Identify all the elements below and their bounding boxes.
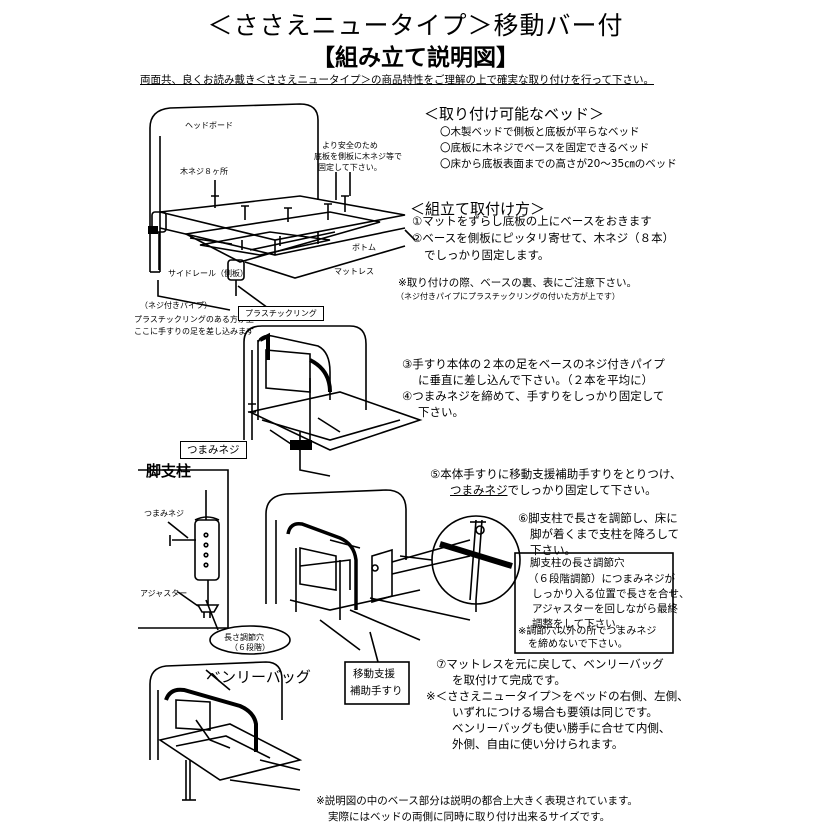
- step-6: ⑥脚支柱で長さを調節し、床に: [518, 511, 678, 525]
- bed-base-diagram: [149, 103, 416, 311]
- leg-adjuster-label: アジャスター: [140, 589, 188, 598]
- page-subtitle: 【組み立て説明図】: [312, 45, 519, 71]
- adjust-note-box: [514, 552, 674, 654]
- leg-title: 脚支柱: [146, 462, 192, 480]
- label-wood-screw: 木ネジ８ヶ所: [180, 167, 228, 176]
- leg-holes-sub: （６段階）: [230, 643, 270, 652]
- adjust-box-line: しっかり入る位置で長さを合せ、: [532, 588, 690, 600]
- label-plastic-ring: プラスチックリング: [238, 306, 324, 321]
- leg-knob-label: つまみネジ: [144, 509, 184, 518]
- adjust-box-line: を締めないで下さい。: [518, 639, 628, 650]
- adjust-box-line: ※調節穴以外の所でつまみネジ: [518, 626, 657, 637]
- adjust-box-title: 脚支柱の長さ調節穴: [530, 557, 625, 569]
- label-bottom: ボトム: [352, 243, 376, 252]
- footer-note: 実際にはベッドの両側に同時に取り付け出来るサイズです。: [328, 811, 611, 823]
- step-7: ⑦マットレスを元に戻して、ベンリーバッグ: [436, 657, 664, 671]
- step-5: ⑤本体手すりに移動支援補助手すりをとりつけ、: [430, 467, 682, 481]
- step-7-cont: を取付けて完成です。: [452, 673, 566, 687]
- step-3: ③手すり本体の２本の足をベースのネジ付きパイプ: [402, 357, 665, 371]
- label-safety-note: 底板を側板に木ネジ等で: [314, 152, 402, 161]
- step-5-knob: つまみネジ: [450, 483, 508, 497]
- label-pipe-note: ここに手すりの足を差し込みます: [134, 327, 254, 336]
- compatible-beds-heading: ＜取り付け可能なベッド＞: [424, 105, 605, 123]
- step-7-note: いずれにつける場合も要領は同じです。: [452, 705, 658, 719]
- handrail-install-diagram: [243, 325, 423, 477]
- compatible-bed-item: 〇木製ベッドで側板と底板が平らなベッド: [440, 126, 640, 138]
- leg-post-detail: [138, 469, 291, 655]
- bag-installed-diagram: [149, 661, 303, 801]
- support-rail-label: 移動支援: [353, 668, 395, 680]
- page-title: ＜ささえニュータイプ＞移動バー付: [207, 11, 624, 40]
- adjust-box-line: （６段階調節）につまみネジが: [528, 573, 675, 585]
- bag-label: ベンリーバッグ: [206, 668, 311, 686]
- label-pipe-note: プラスチックリングのある方が上: [134, 315, 254, 324]
- top-notice: 両面共、良くお読み戴き＜ささえニュータイプ＞の商品特性をご理解の上で確実な取り付…: [140, 74, 654, 86]
- label-knob-screw: つまみネジ: [180, 441, 247, 459]
- step-3-cont: に垂直に差し込んで下さい。（２本を平均に）: [418, 373, 654, 387]
- support-rail-label: 補助手すり: [350, 685, 403, 697]
- step-6-cont2: 下さい。: [530, 543, 576, 557]
- label-headboard: ヘッドボード: [185, 121, 233, 130]
- compatible-bed-item: 〇底板に木ネジでベースを固定できるベッド: [440, 142, 650, 154]
- leg-holes-label: 長さ調節穴: [224, 633, 264, 642]
- step-5-cont: つまみネジでしっかり固定して下さい。: [450, 482, 657, 499]
- assembly-caution-sub: （ネジ付きパイプにプラスチックリングの付いた方が上です）: [396, 292, 620, 301]
- full-assembly-diagram: [265, 489, 471, 651]
- label-safety-note: より安全のため: [322, 141, 378, 150]
- label-mattress: マットレス: [334, 267, 374, 276]
- label-safety-note: 固定して下さい。: [318, 163, 382, 172]
- assembly-heading: ＜組立て取付け方＞: [410, 200, 546, 218]
- assembly-step-2: ②ベースを側板にピッタリ寄せて、木ネジ（８本）: [412, 231, 675, 245]
- compatible-bed-item: 〇床から底板表面までの高さが20～35㎝のベッド: [440, 158, 677, 170]
- label-screw-pipe: （ネジ付きパイプ）: [140, 301, 212, 310]
- assembly-step-2-cont: でしっかり固定します。: [424, 248, 550, 262]
- step-5-rest: でしっかり固定して下さい。: [507, 483, 657, 497]
- pipe-ring-marker: [148, 226, 158, 234]
- knob-marker: [290, 440, 312, 450]
- label-side-rail: サイドレール（側板）: [168, 269, 248, 278]
- support-rail-box: [344, 661, 410, 705]
- step-7-note: 外側、自由に使い分けられます。: [452, 737, 624, 751]
- footer-note: ※説明図の中のベース部分は説明の都合上大きく表現されています。: [316, 795, 638, 807]
- step-7-note: ※＜ささえニュータイプ＞をベッドの右側、左側、: [426, 689, 689, 703]
- step-6-cont: 脚が着くまで支柱を降ろして: [530, 527, 680, 541]
- knob-screw-detail: [399, 515, 521, 612]
- step-7-note: ベンリーバッグも使い勝手に合せて内側、: [452, 721, 671, 735]
- step-4: ④つまみネジを締めて、手すりをしっかり固定して: [402, 389, 665, 403]
- adjust-box-line: アジャスターを回しながら最終: [532, 603, 679, 615]
- assembly-caution: ※取り付けの際、ベースの裏、表にご注意下さい。: [398, 277, 638, 289]
- step-4-cont: 下さい。: [418, 405, 464, 419]
- adjust-box-line: 調整をして下さい。: [532, 618, 627, 630]
- assembly-step-1: ①マットをずらし底板の上にベースをおきます: [412, 214, 652, 228]
